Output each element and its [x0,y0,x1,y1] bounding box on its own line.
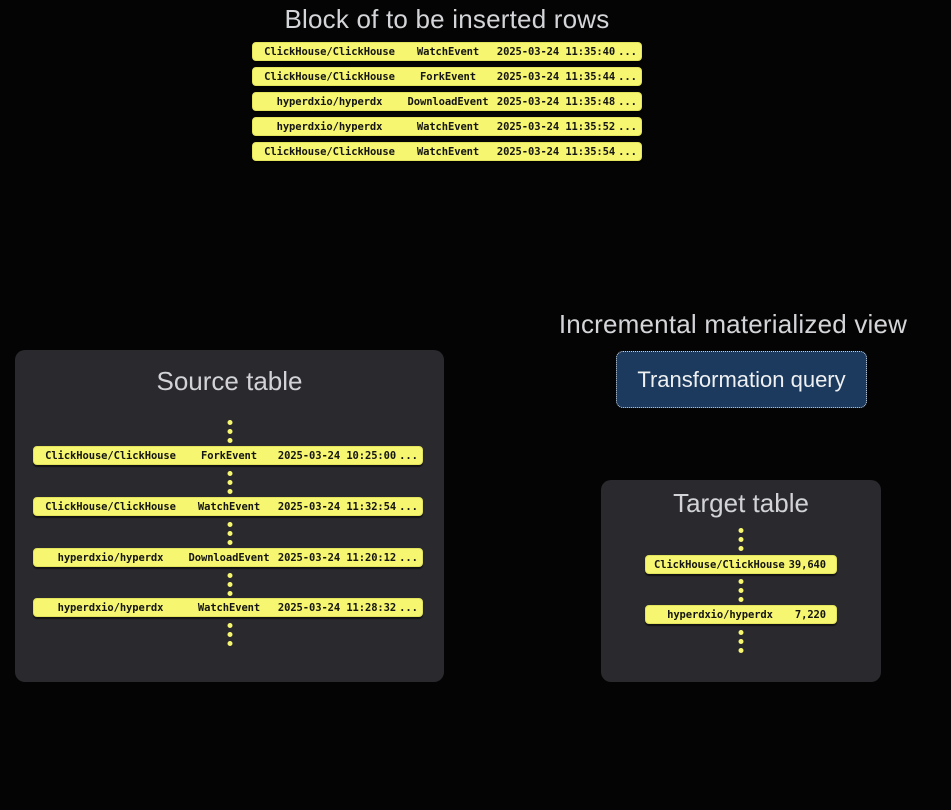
source-row: ClickHouse/ClickHouse WatchEvent 2025-03… [33,497,423,516]
dot [227,471,232,476]
repo-cell: hyperdxio/hyperdx [276,95,383,108]
dot [227,438,232,443]
repo-cell: hyperdxio/hyperdx [276,120,383,133]
dot [227,489,232,494]
source-row: ClickHouse/ClickHouse ForkEvent 2025-03-… [33,446,423,465]
dot [738,546,744,551]
timestamp-cell: 2025-03-24 11:32:54 [277,500,397,513]
dot [227,591,232,596]
insert-row: ClickHouse/ClickHouse WatchEvent 2025-03… [252,142,642,161]
repo-cell: hyperdxio/hyperdx [667,608,773,621]
insert-row: ClickHouse/ClickHouse ForkEvent 2025-03-… [252,67,642,86]
source-row: hyperdxio/hyperdx WatchEvent 2025-03-24 … [33,598,423,617]
ellipsis-dots [227,471,232,494]
source-row: hyperdxio/hyperdx DownloadEvent 2025-03-… [33,548,423,567]
dot [227,420,232,425]
timestamp-cell: 2025-03-24 11:35:48 [496,95,616,108]
event-cell: DownloadEvent [407,95,489,108]
dot [738,588,744,593]
event-cell: WatchEvent [416,45,480,58]
count-cell: 39,640 [788,558,826,571]
repo-cell: hyperdxio/hyperdx [57,551,164,564]
transformation-query-label: Transformation query [637,366,846,392]
ellipsis-cell: ... [399,500,418,513]
ellipsis-dots [227,623,232,646]
ellipsis-dots [227,522,232,545]
materialized-view-title: Incremental materialized view [558,309,908,339]
repo-cell: ClickHouse/ClickHouse [264,70,395,83]
dot [227,522,232,527]
ellipsis-cell: ... [618,70,637,83]
insert-row: hyperdxio/hyperdx WatchEvent 2025-03-24 … [252,117,642,136]
ellipsis-cell: ... [618,45,637,58]
ellipsis-cell: ... [618,145,637,158]
ellipsis-cell: ... [399,601,418,614]
dot [738,648,744,653]
timestamp-cell: 2025-03-24 11:35:40 [496,45,616,58]
event-cell: WatchEvent [197,500,261,513]
transformation-query-node: Transformation query [616,351,867,408]
target-row: hyperdxio/hyperdx 7,220 [645,605,837,624]
target-table-title: Target table [673,488,809,518]
dot [227,632,232,637]
source-table-title: Source table [156,366,303,396]
target-row: ClickHouse/ClickHouse 39,640 [645,555,837,574]
event-cell: WatchEvent [416,120,480,133]
count-cell: 7,220 [794,608,826,621]
dot [227,429,232,434]
event-cell: WatchEvent [197,601,261,614]
dot [227,573,232,578]
timestamp-cell: 2025-03-24 11:35:54 [496,145,616,158]
dot [227,623,232,628]
repo-cell: ClickHouse/ClickHouse [264,145,395,158]
insert-row: ClickHouse/ClickHouse WatchEvent 2025-03… [252,42,642,61]
repo-cell: ClickHouse/ClickHouse [264,45,395,58]
dot [738,537,744,542]
ellipsis-cell: ... [618,120,637,133]
repo-cell: ClickHouse/ClickHouse [45,449,176,462]
event-cell: ForkEvent [201,449,257,462]
source-table-panel: Source table ClickHouse/ClickHouse ForkE… [15,350,444,682]
dot [738,639,744,644]
insert-block-title: Block of to be inserted rows [284,4,610,34]
ellipsis-cell: ... [399,449,418,462]
repo-cell: ClickHouse/ClickHouse [654,558,785,571]
dot [227,641,232,646]
ellipsis-cell: ... [618,95,637,108]
dot [227,480,232,485]
ellipsis-dots [738,528,744,551]
event-cell: WatchEvent [416,145,480,158]
event-cell: ForkEvent [420,70,476,83]
repo-cell: hyperdxio/hyperdx [57,601,164,614]
dot [227,531,232,536]
repo-cell: ClickHouse/ClickHouse [45,500,176,513]
event-cell: DownloadEvent [188,551,270,564]
ellipsis-cell: ... [399,551,418,564]
timestamp-cell: 2025-03-24 11:20:12 [277,551,397,564]
timestamp-cell: 2025-03-24 11:35:52 [496,120,616,133]
timestamp-cell: 2025-03-24 11:28:32 [277,601,397,614]
ellipsis-dots [227,573,232,596]
dot [227,582,232,587]
ellipsis-dots [738,630,744,653]
timestamp-cell: 2025-03-24 11:35:44 [496,70,616,83]
dot [227,540,232,545]
insert-row: hyperdxio/hyperdx DownloadEvent 2025-03-… [252,92,642,111]
ellipsis-dots [227,420,232,443]
timestamp-cell: 2025-03-24 10:25:00 [277,449,397,462]
dot [738,630,744,635]
dot [738,597,744,602]
dot [738,579,744,584]
target-table-panel: Target table ClickHouse/ClickHouse 39,64… [601,480,881,682]
dot [738,528,744,533]
ellipsis-dots [738,579,744,602]
